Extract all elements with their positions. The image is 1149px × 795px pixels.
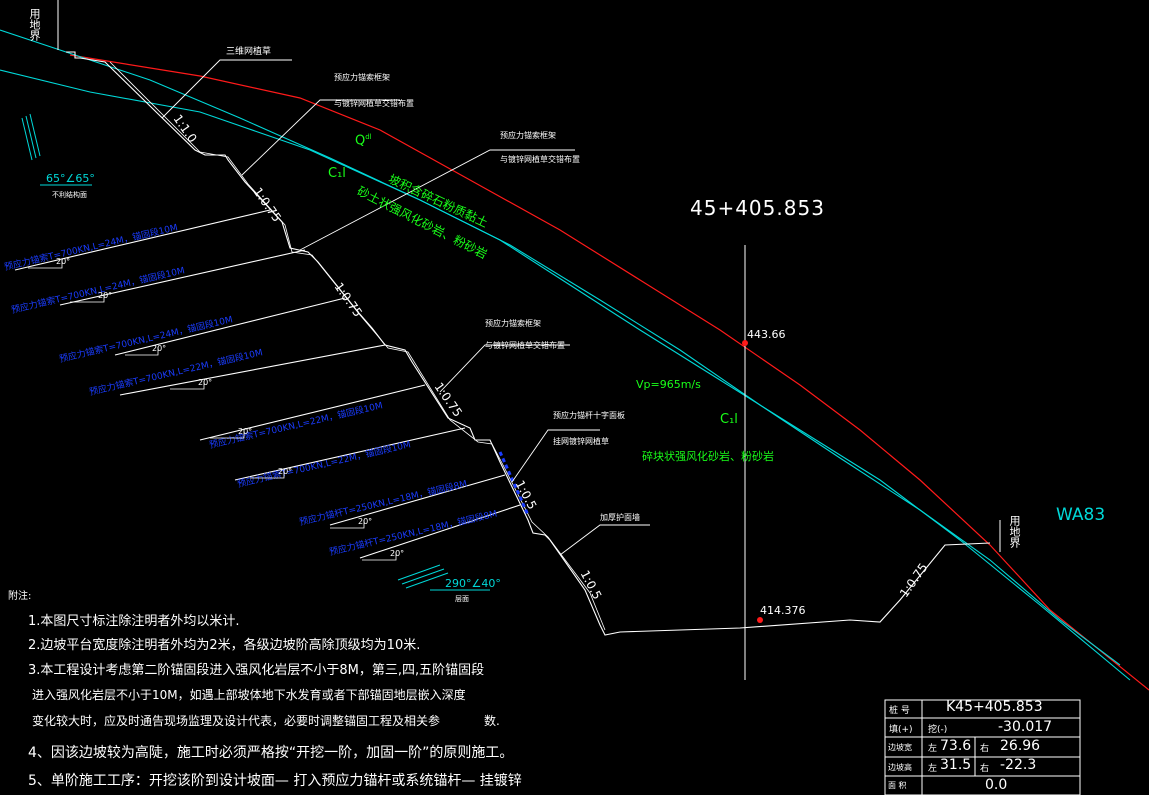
anchor-label-7: 预应力锚杆T=250KN,L=18M，锚固段8M [298, 478, 468, 528]
anchor-label-4: 预应力锚索T=700KN,L=22M，锚固段10M [88, 346, 264, 398]
callout-anchor2-b: 与镀锌网植草交错布置 [500, 155, 580, 164]
callout-anchor2-a: 预应力锚索框架 [500, 131, 556, 140]
callout-anchor1-b: 与镀锌网植草交错布置 [334, 99, 414, 108]
svg-text:20°: 20° [152, 344, 166, 353]
joint-symbol-upper [21, 113, 92, 186]
joint-upper-sub: 不利结构面 [52, 191, 87, 199]
callout-retaining-wall: 加厚护面墙 [600, 513, 640, 522]
table-r3-left-tag: 左 [928, 744, 938, 754]
callout-leaders [161, 59, 650, 556]
anchor-label-1: 预应力锚索T=700KN,L=24M，锚固段10M [3, 221, 179, 273]
layer-label: WA83 [1056, 505, 1106, 525]
stratum-c1l-lower: C₁l [720, 412, 738, 427]
bolt-face-marker [498, 451, 530, 516]
vp-label: Vp=965m/s [636, 378, 701, 391]
svg-text:20°: 20° [390, 549, 404, 558]
anchor-label-6: 预应力锚索T=700KN,L=22M，锚固段10M [236, 438, 412, 490]
anchor-labels: 预应力锚索T=700KN,L=24M，锚固段10M 预应力锚索T=700KN,L… [3, 221, 498, 558]
slope-profile-offset [109, 61, 606, 631]
note-1: 1.本图尺寸标注除注明者外均以米计. [28, 614, 240, 629]
table-r5-label: 面 积 [888, 781, 907, 790]
table-r4-right: -22.3 [1000, 757, 1037, 773]
note-3a: 3.本工程设计考虑第二阶锚固段进入强风化岩层不小于8M，第三,四,五阶锚固段 [28, 663, 485, 678]
svg-text:20°: 20° [278, 467, 292, 476]
svg-text:20°: 20° [238, 427, 252, 436]
note-2: 2.边坡平台宽度除注明者外均为2米，各级边坡阶高除顶级均为10米. [28, 638, 421, 653]
table-r3-left: 73.6 [940, 738, 972, 754]
table-r3-right-tag: 右 [980, 744, 990, 754]
joint-lower-label: 290°∠40° [445, 577, 501, 590]
callout-anchor3-a: 预应力锚索框架 [485, 319, 541, 328]
svg-text:20°: 20° [358, 517, 372, 526]
callout-anchor-bolt: 预应力锚杆十字面板 [553, 411, 625, 420]
table-r2-b: 挖(-) [928, 725, 948, 735]
table-r4-left-tag: 左 [928, 764, 938, 774]
ground-line [69, 54, 1149, 691]
note-4: 4、因该边坡较为高陡，施工时必须严格按“开挖一阶，加固一阶”的原则施工。 [28, 745, 514, 761]
note-3c: 变化较大时，应及时通告现场监理及设计代表，必要时调整锚固工程及相关参 [32, 714, 441, 728]
elevation-top: 443.66 [747, 328, 786, 341]
joint-symbol-lower [397, 564, 490, 591]
svg-text:20°: 20° [198, 378, 212, 387]
strata-boundary-2 [0, 69, 1121, 666]
anchor-label-3: 预应力锚索T=700KN,L=24M，锚固段10M [58, 313, 234, 365]
table-r4-right-tag: 右 [980, 764, 990, 774]
station-title: 45+405.853 [690, 196, 825, 220]
elev-bottom-point [757, 617, 763, 623]
land-boundary-right: 用地界 [1008, 515, 1021, 548]
table-r4-label: 边坡高 [888, 763, 912, 772]
table-r5-value: 0.0 [985, 777, 1008, 793]
notes-heading: 附注: [8, 591, 32, 602]
callout-hanging-net: 挂网镀锌网植草 [553, 437, 609, 446]
table-r1-value: K45+405.853 [946, 699, 1043, 715]
table-r3-label: 边坡宽 [888, 743, 912, 752]
table-r4-left: 31.5 [940, 757, 972, 773]
stratum-c1l-upper: C₁l [328, 166, 346, 181]
table-r2-a: 填(+) [889, 725, 913, 735]
callout-three-d-net: 三维网植草 [226, 47, 272, 57]
svg-text:20°: 20° [98, 291, 112, 300]
elev-top-point [742, 340, 748, 346]
strata-boundary-1 [0, 29, 1131, 681]
table-r2-value: -30.017 [998, 719, 1053, 735]
elevation-bottom: 414.376 [760, 604, 806, 617]
table-r1-label: 桩 号 [889, 706, 910, 716]
angle-labels: 20° 20° 20° 20° 20° 20° 20° 20° [56, 257, 404, 558]
joint-lower-sub: 层面 [455, 595, 469, 603]
angle-markers [28, 260, 397, 561]
slope-profile [66, 51, 991, 636]
stratum-q-symbol: Qdl [355, 133, 372, 149]
stratum-c1l-lower-desc: 碎块状强风化砂岩、粉砂岩 [642, 450, 774, 463]
svg-text:20°: 20° [56, 257, 70, 266]
table-r3-right: 26.96 [1000, 738, 1041, 754]
callout-anchor3-b: 与镀锌网植草交错布置 [485, 341, 565, 350]
callout-anchor1-a: 预应力锚索框架 [334, 73, 390, 82]
note-3b: 进入强风化岩层不小于10M，如遇上部坡体地下水发育或者下部锚固地层嵌入深度 [32, 688, 466, 702]
anchor-label-5: 预应力锚索T=700KN,L=22M，锚固段10M [208, 399, 384, 451]
note-3d: 数. [484, 714, 500, 728]
land-boundary-left: 用地界 [28, 8, 41, 41]
anchor-lines [14, 209, 521, 559]
joint-upper-label: 65°∠65° [46, 172, 95, 185]
note-5: 5、单阶施工工序：开挖该阶到设计坡面— 打入预应力锚杆或系统锚杆— 挂镀锌 [28, 773, 522, 789]
summary-table [884, 699, 1081, 795]
